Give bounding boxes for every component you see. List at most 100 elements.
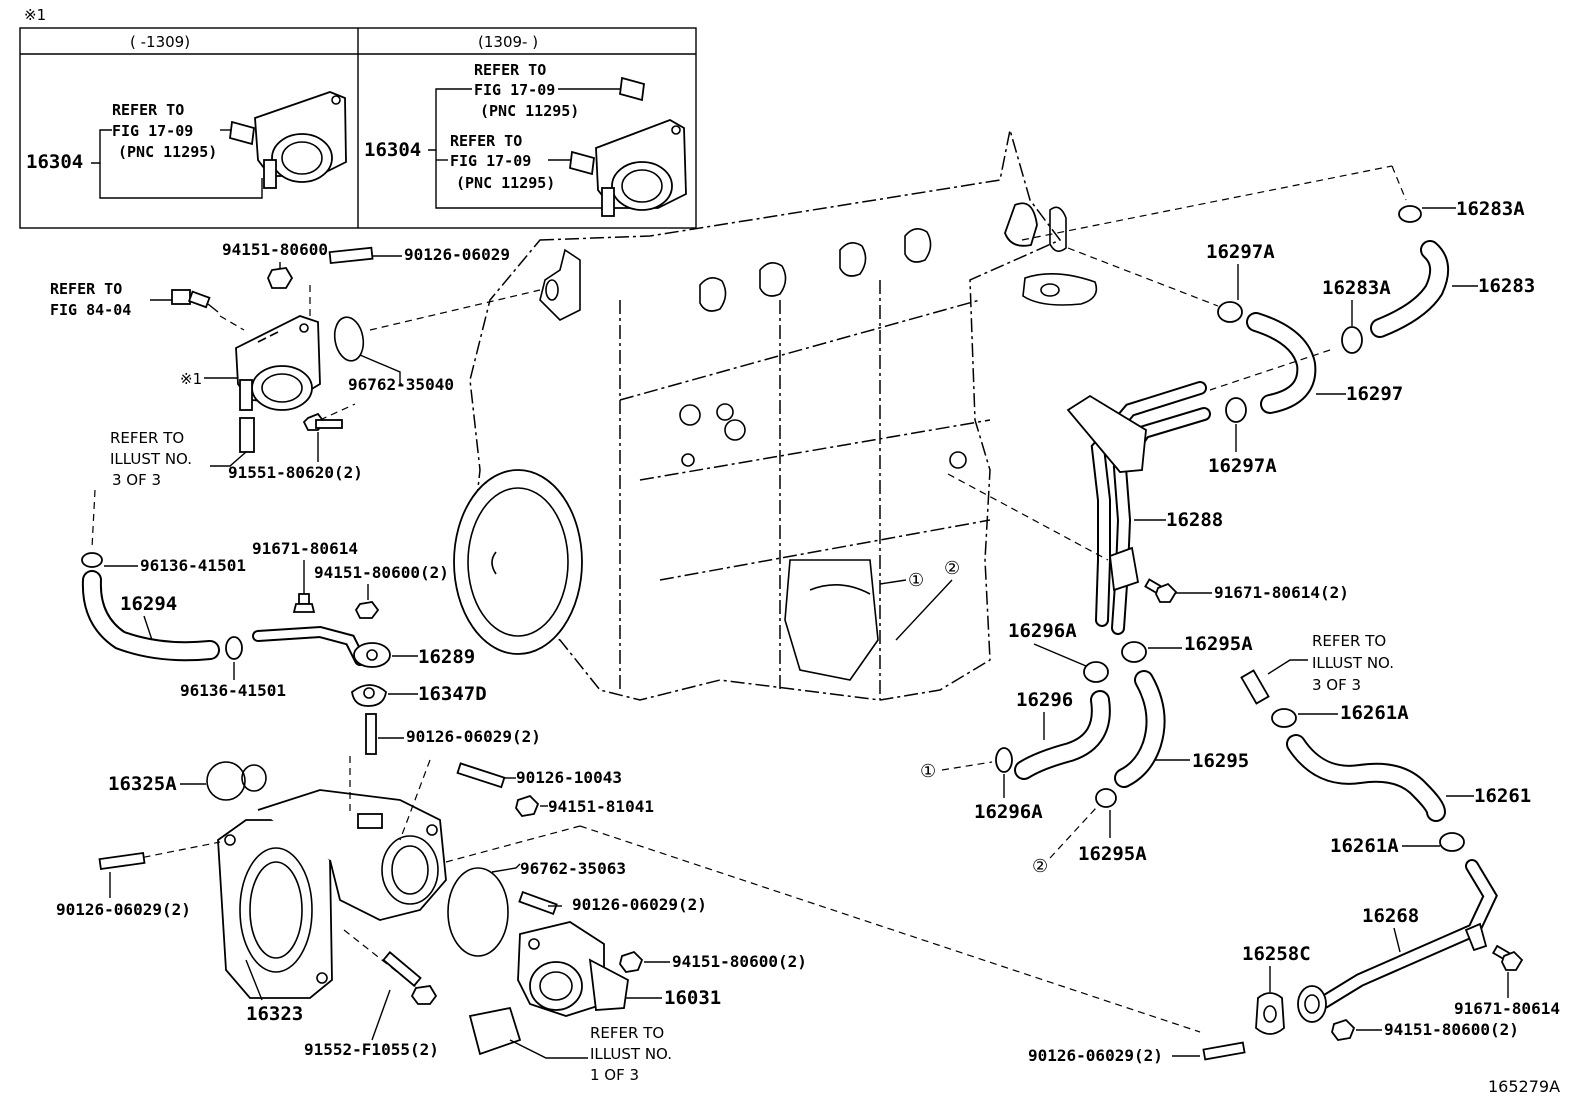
pipe-16289	[252, 625, 391, 668]
label-refer-fig84-b: FIG 84-04	[50, 301, 131, 319]
label-refer-illust1-a: REFER TO	[590, 1024, 664, 1042]
clamp-16283A-mid	[1341, 326, 1363, 354]
label-16261: 16261	[1474, 785, 1531, 807]
nut-94151-81041	[515, 794, 540, 817]
label-mark1: ※1	[180, 370, 202, 388]
stud-90126-06029-2c	[518, 890, 558, 916]
label-91552-F1055: 91552-F1055(2)	[304, 1040, 439, 1059]
label-16347D: 16347D	[418, 683, 487, 705]
inset-left-water-outlet	[254, 91, 347, 189]
label-16261A-bottom: 16261A	[1330, 835, 1399, 857]
inset-left-part-number: 16304	[26, 151, 83, 173]
label-91671-80614-2: 91671-80614(2)	[1214, 583, 1349, 602]
label-circle-2-bottom: ②	[1032, 856, 1048, 877]
pipe-16268	[1297, 859, 1498, 1023]
label-90126-06029-2d: 90126-06029(2)	[1028, 1046, 1163, 1065]
clamp-16297A-bottom	[1225, 397, 1247, 423]
label-16283: 16283	[1478, 275, 1535, 297]
inset-right-fig-1: FIG 17-09	[474, 81, 555, 99]
clamp-16295A-bottom	[1095, 788, 1117, 808]
inset-right-part-number: 16304	[364, 139, 421, 161]
clamp-16296A-top	[1083, 661, 1109, 683]
label-circle-1-engine: ①	[908, 570, 924, 591]
diagram-id: 165279A	[1488, 1077, 1560, 1096]
label-90126-06029-2b: 90126-06029(2)	[56, 900, 191, 919]
clamp-96136-41501-top	[81, 552, 103, 568]
label-refer-illust-c: 3 OF 3	[112, 471, 161, 489]
bolt-91552-F1055	[382, 951, 438, 1005]
stud-90126-06029-2d	[1202, 1041, 1246, 1061]
label-90126-06029-2c: 90126-06029(2)	[572, 895, 707, 914]
label-refer-illust3-a: REFER TO	[1312, 632, 1386, 650]
inset-left-fig: FIG 17-09	[112, 122, 193, 140]
clamp-16296A-bottom	[995, 747, 1013, 773]
bolt-91671-80614	[292, 593, 316, 613]
label-16258C: 16258C	[1242, 943, 1311, 965]
label-refer-illust-b: ILLUST NO.	[110, 450, 192, 468]
nut-94151-80600-2c	[1331, 1018, 1356, 1041]
hose-16283	[1370, 240, 1450, 338]
clamp-16297A-top	[1217, 301, 1243, 323]
pipe-stub-left	[239, 417, 255, 453]
label-16261A-top: 16261A	[1340, 702, 1409, 724]
stud-90126-06029	[328, 246, 374, 265]
label-94151-80600-2b: 94151-80600(2)	[672, 952, 807, 971]
label-circle-1-left: ①	[920, 761, 936, 782]
label-16296A-top: 16296A	[1008, 620, 1077, 642]
inset-mark: ※1	[24, 6, 46, 24]
clamp-96136-41501-bottom	[225, 636, 243, 660]
label-16031: 16031	[664, 987, 721, 1009]
label-96136-41501-bottom: 96136-41501	[180, 681, 286, 700]
label-91671-80614-right: 91671-80614	[1454, 999, 1560, 1018]
hose-16296	[1014, 690, 1111, 780]
label-91551-80620: 91551-80620(2)	[228, 463, 363, 482]
label-94151-80600-2: 94151-80600(2)	[314, 563, 449, 582]
temperature-sensor	[171, 289, 219, 313]
label-90126-10043: 90126-10043	[516, 768, 622, 787]
label-circle-2-engine: ②	[944, 558, 960, 579]
hose-stub-refer-1of3	[468, 1006, 522, 1056]
label-16323: 16323	[246, 1003, 303, 1025]
bolt-91551-80620	[302, 412, 343, 431]
hose-16294	[81, 570, 220, 662]
label-16295: 16295	[1192, 750, 1249, 772]
stud-90126-06029-2a	[365, 713, 377, 755]
label-16288: 16288	[1166, 509, 1223, 531]
label-refer-illust1-b: ILLUST NO.	[590, 1045, 672, 1063]
label-90126-06029-2a: 90126-06029(2)	[406, 727, 541, 746]
label-16289: 16289	[418, 646, 475, 668]
label-96762-35040: 96762-35040	[348, 375, 454, 394]
oring-16325A-large	[206, 761, 246, 801]
label-16295A-top: 16295A	[1184, 633, 1253, 655]
gasket-16258C	[1255, 992, 1285, 1035]
label-91671-80614: 91671-80614	[252, 539, 358, 558]
label-refer-illust3-b: ILLUST NO.	[1312, 654, 1394, 672]
label-96136-41501-top: 96136-41501	[140, 556, 246, 575]
right-parts-group: 16283A 16297A 16283A 16283 16297 16297A	[879, 165, 1560, 1096]
nut-94151-80600-2	[354, 601, 380, 619]
water-inlet-16031	[517, 921, 629, 1017]
nut-94151-80600-2b	[619, 950, 644, 973]
left-parts-group: 94151-80600 90126-06029 REFER TO FIG 84-…	[50, 240, 1201, 1084]
inset-left-refer: REFER TO	[112, 101, 184, 119]
label-refer-illust-a: REFER TO	[110, 429, 184, 447]
pipe-16288	[1066, 381, 1211, 635]
water-outlet-16304	[235, 315, 321, 411]
stud-90126-06029-left	[98, 851, 146, 871]
inset-right-pnc-1: (PNC 11295)	[480, 102, 579, 120]
label-16268: 16268	[1362, 905, 1419, 927]
inset-right-water-outlet	[595, 119, 687, 217]
engine-block-outline	[453, 129, 1098, 701]
label-16297A-top: 16297A	[1206, 241, 1275, 263]
inset-right-fig-2: FIG 17-09	[450, 152, 531, 170]
label-16325A: 16325A	[108, 773, 177, 795]
label-16296A-bottom: 16296A	[974, 801, 1043, 823]
stud-90126-10043	[456, 762, 506, 789]
clamp-16261A-top	[1271, 708, 1297, 728]
label-16296: 16296	[1016, 689, 1073, 711]
label-16283A-top: 16283A	[1456, 198, 1525, 220]
label-refer-illust3-c: 3 OF 3	[1312, 676, 1361, 694]
inset-right-header: (1309- )	[478, 33, 538, 51]
label-16295A-bottom: 16295A	[1078, 843, 1147, 865]
